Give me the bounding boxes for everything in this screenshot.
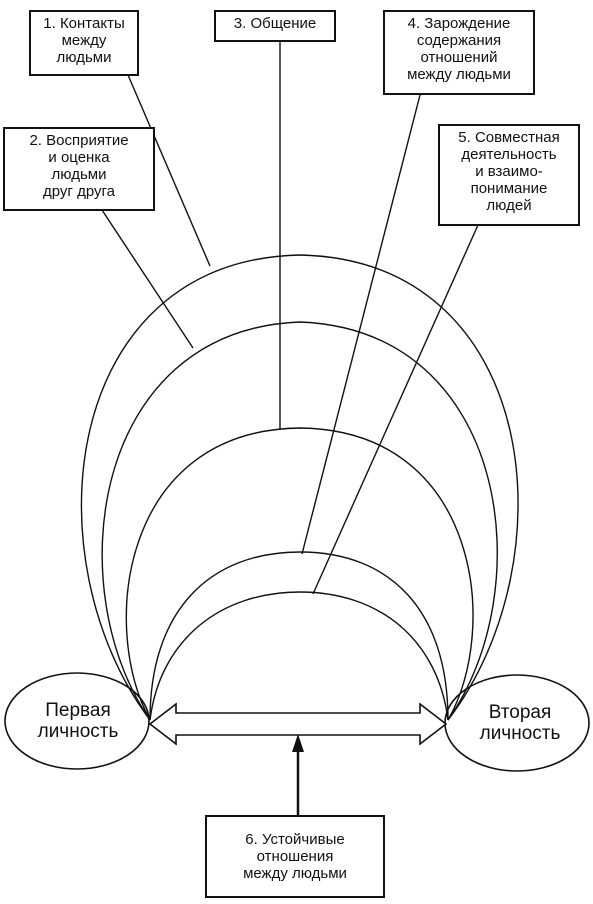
box-contacts: 1. Контакты между людьми xyxy=(29,10,139,76)
box-stable-relationships: 6. Устойчивые отношения между людьми xyxy=(205,815,385,898)
double-arrow xyxy=(148,702,448,746)
box-perception: 2. Восприятие и оценка людьми друг друга xyxy=(3,127,155,211)
connector-1 xyxy=(127,74,211,267)
first-person-ellipse xyxy=(4,672,150,770)
up-arrow xyxy=(292,734,304,815)
first-person-label: Первая личность xyxy=(37,700,119,742)
box-relationship-content: 4. Зарождение содержания отношений между… xyxy=(383,10,535,95)
arc-perception xyxy=(101,321,498,721)
connector-5 xyxy=(312,224,479,595)
arc-contacts xyxy=(80,254,519,721)
arc-joint-activity xyxy=(149,591,449,721)
connector-4 xyxy=(301,94,421,555)
connector-2 xyxy=(101,209,194,349)
arc-content xyxy=(149,551,449,721)
second-person-label: Вторая личность xyxy=(479,702,561,744)
box-communication: 3. Общение xyxy=(214,10,336,42)
box-joint-activity: 5. Совместная деятельность и взаимо- пон… xyxy=(438,124,580,226)
arc-communication xyxy=(125,427,474,721)
